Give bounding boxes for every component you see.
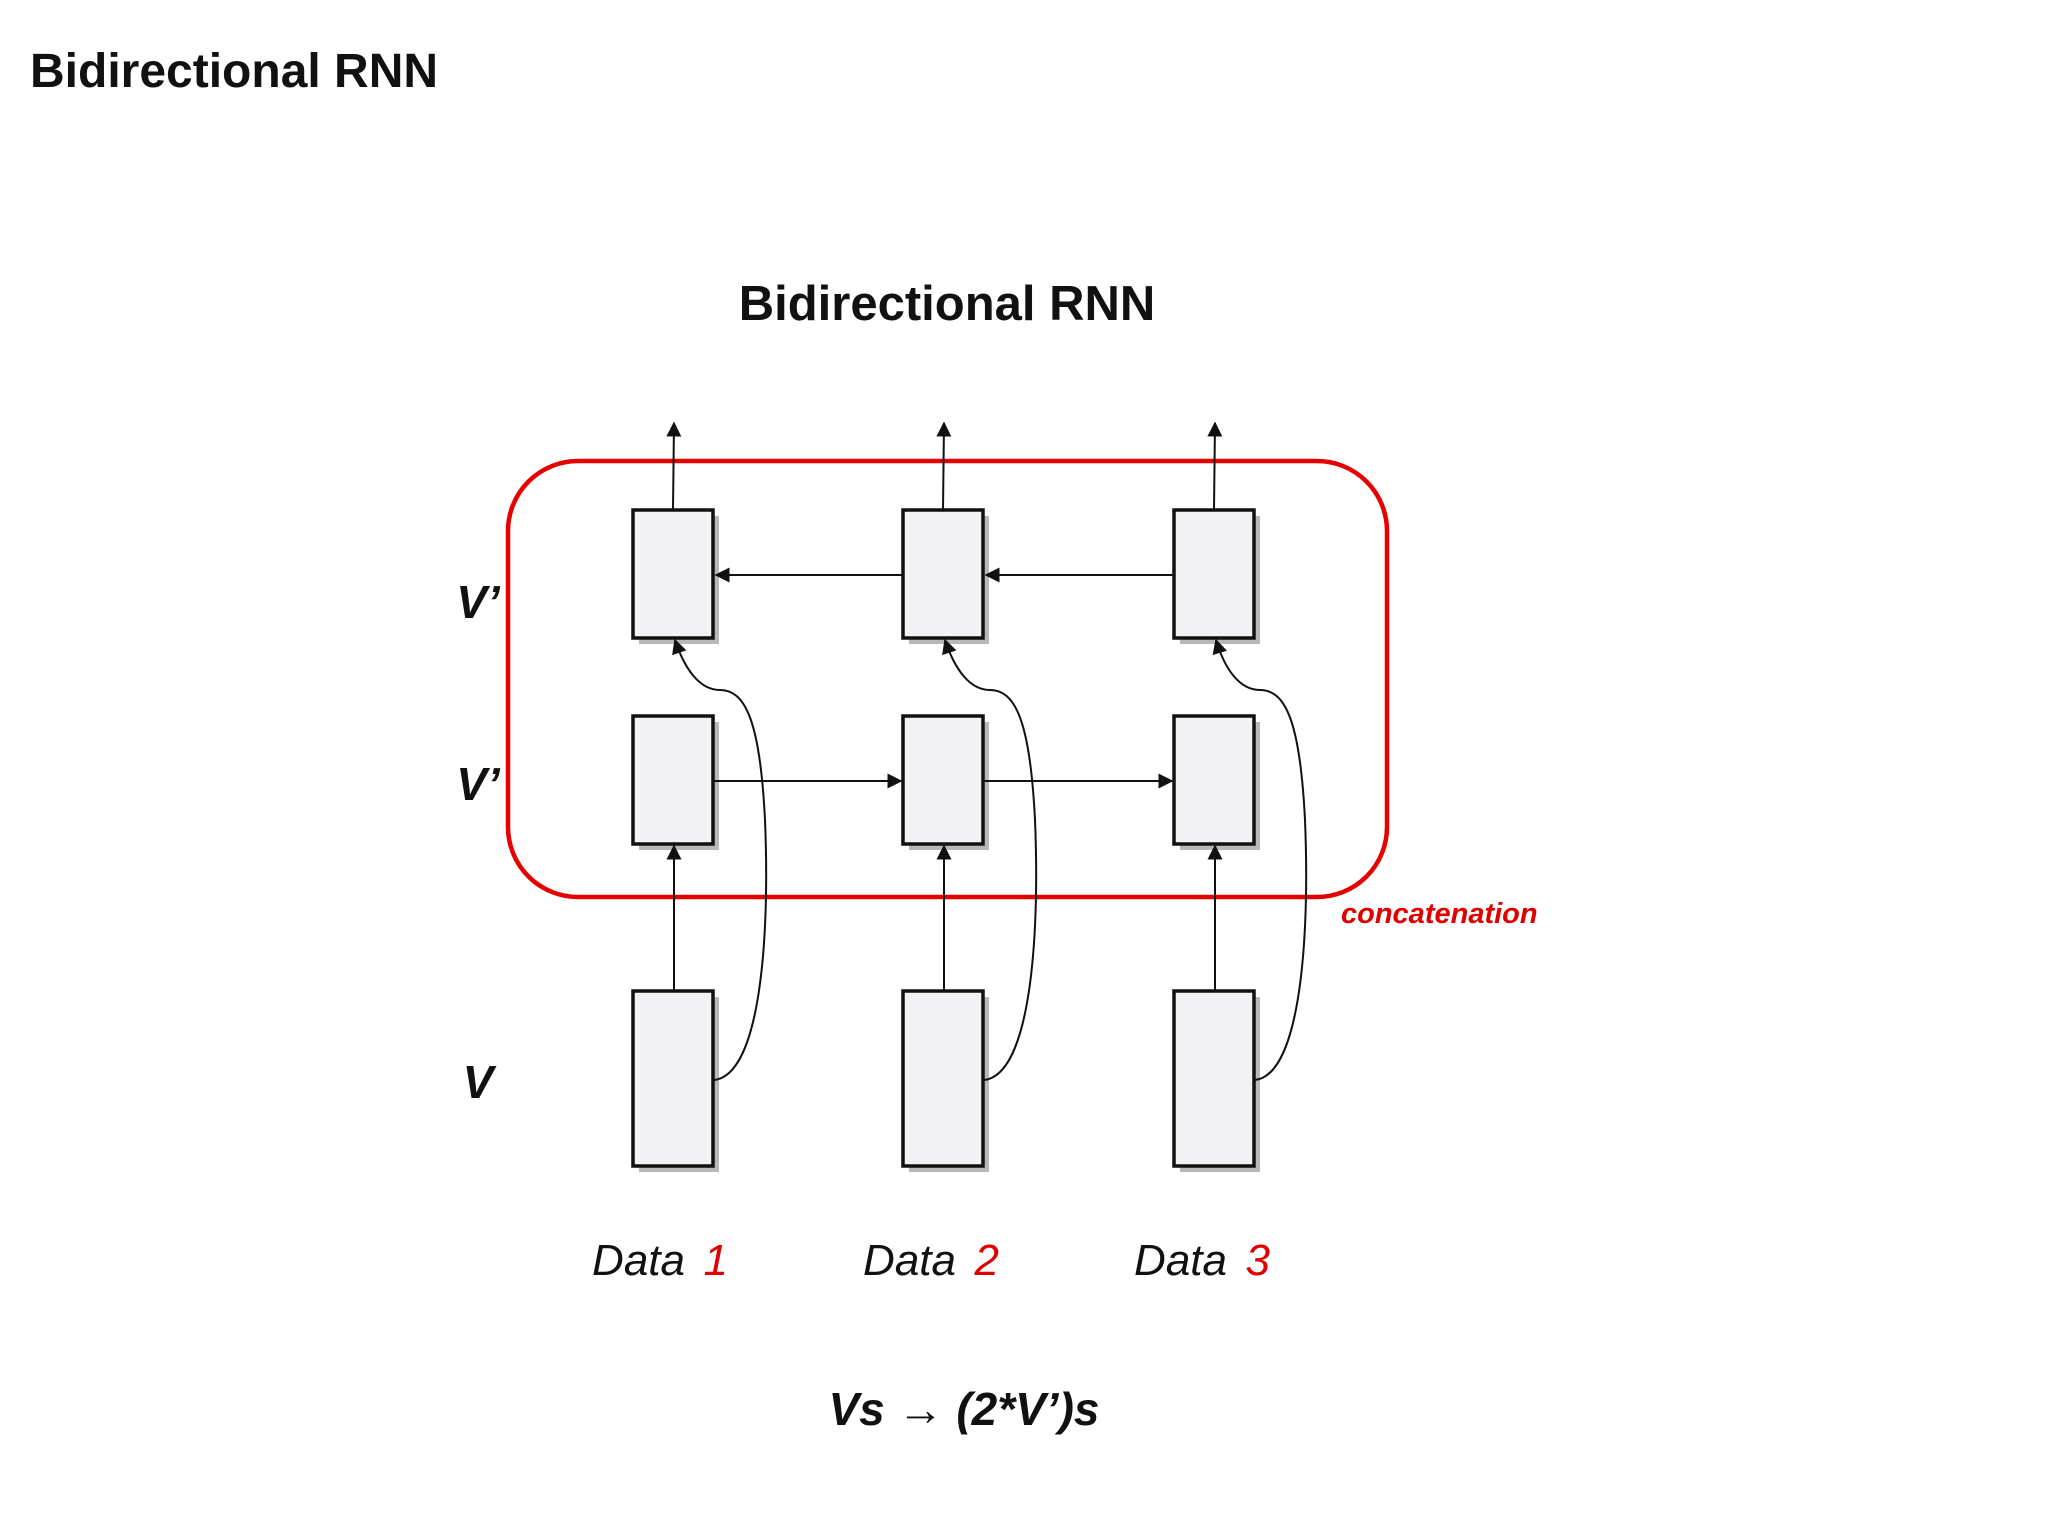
- data-label-1: Data 1: [592, 1236, 728, 1285]
- input-cell-3: [1172, 989, 1256, 1168]
- output-arrow-2: [936, 421, 952, 511]
- backward-cell-1: [631, 508, 715, 640]
- column-1: [631, 421, 768, 1172]
- row-label-forward: V’: [456, 758, 501, 810]
- input-to-backward-curve-2: [942, 638, 1038, 1081]
- row-label-input: V: [463, 1056, 497, 1108]
- data-label-2: Data 2: [863, 1236, 999, 1285]
- concatenation-box: [505, 458, 1390, 900]
- formula: Vs → (2*V’)s: [829, 1383, 1100, 1435]
- backward-cell-3: [1172, 508, 1256, 640]
- data-label-3-number: 3: [1245, 1236, 1270, 1285]
- diagram-title: Bidirectional RNN: [739, 277, 1156, 331]
- row-label-backward: V’: [456, 576, 501, 628]
- forward-cell-2: [901, 714, 985, 846]
- data-label-1-number: 1: [703, 1236, 727, 1285]
- column-3: [1172, 421, 1308, 1172]
- data-label-2-word: Data: [863, 1236, 956, 1285]
- data-label-3-word: Data: [1134, 1236, 1227, 1285]
- data-label-1-word: Data: [592, 1236, 685, 1285]
- output-arrow-1: [666, 421, 682, 511]
- column-2: [901, 421, 1038, 1172]
- data-label-3: Data 3: [1134, 1236, 1270, 1285]
- backward-cell-2: [901, 508, 985, 640]
- input-cell-1: [631, 989, 715, 1168]
- input-cell-2: [901, 989, 985, 1168]
- slide-title: Bidirectional RNN: [30, 45, 439, 98]
- output-arrow-3: [1207, 421, 1223, 511]
- input-to-backward-curve-1: [672, 638, 768, 1081]
- forward-cell-3: [1172, 714, 1256, 846]
- forward-cell-1: [631, 714, 715, 846]
- input-to-backward-curve-3: [1212, 638, 1308, 1081]
- concatenation-label: concatenation: [1341, 898, 1538, 930]
- data-label-2-number: 2: [973, 1236, 998, 1285]
